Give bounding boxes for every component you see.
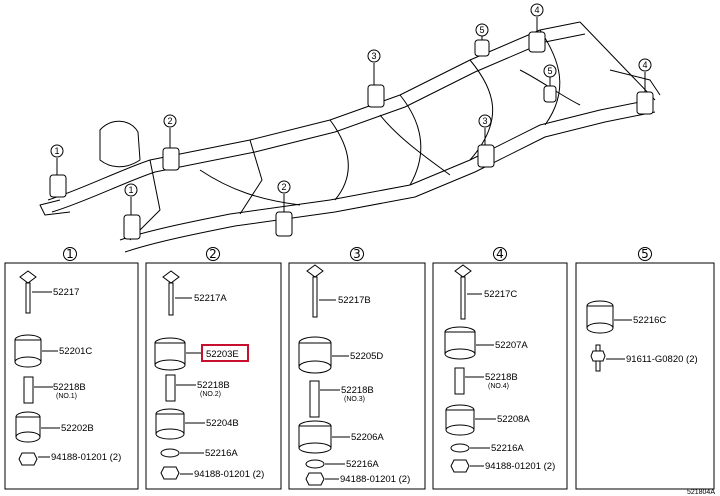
svg-text:3: 3 — [371, 51, 376, 61]
panel-1-number: 1 — [66, 247, 74, 261]
bolt-icon — [19, 270, 37, 314]
svg-text:5: 5 — [547, 66, 552, 76]
part-sub: (NO.4) — [488, 383, 509, 390]
part-label: 52217B — [338, 295, 371, 306]
part-label: 52217C — [484, 289, 517, 300]
part-label: 52218B — [53, 382, 86, 393]
frame-callout-2a: 2 — [163, 114, 177, 148]
panel-4: 4 52217C 52207A 52218B (NO.4) 52208A — [432, 247, 568, 490]
svg-text:4: 4 — [642, 60, 647, 70]
frame-callout-1b: 1 — [124, 183, 138, 215]
collar-icon — [309, 380, 320, 418]
frame-callout-3b: 3 — [478, 114, 492, 145]
cushion-icon — [444, 326, 476, 360]
frame-callout-3a: 3 — [367, 49, 381, 85]
frame-callout-1a: 1 — [50, 144, 64, 175]
part-label: 94188-01201 (2) — [340, 474, 410, 485]
nut-icon — [160, 466, 180, 480]
washer-icon — [450, 443, 470, 453]
panel-1: 1 52217 52201C 52218B (NO.1) — [4, 247, 139, 490]
bolt-icon — [454, 264, 472, 320]
svg-text:5: 5 — [479, 25, 484, 35]
part-label: 91611-G0820 (2) — [626, 354, 698, 365]
part-label: 52216A — [346, 459, 379, 470]
part-label: 52202B — [61, 423, 94, 434]
part-sub: (NO.1) — [56, 393, 77, 400]
part-label: 52217A — [194, 293, 227, 304]
panel-5-number: 5 — [641, 247, 649, 261]
panel-5: 5 52216C 91611-G0820 (2) — [575, 247, 715, 490]
svg-text:4: 4 — [534, 5, 539, 15]
panel-2-number: 2 — [209, 247, 217, 261]
part-label: 52218B — [197, 380, 230, 391]
svg-text:2: 2 — [167, 116, 172, 126]
cushion-icon — [14, 334, 42, 368]
nut-icon — [305, 472, 325, 486]
cushion-icon — [298, 336, 332, 374]
frame-callout-2b: 2 — [277, 180, 291, 212]
part-label: 52206A — [351, 432, 384, 443]
cushion-icon — [298, 420, 332, 454]
part-label: 52205D — [350, 351, 383, 362]
svg-text:1: 1 — [128, 185, 133, 195]
diagram-code: 521804A — [687, 489, 715, 496]
collar-icon — [165, 374, 176, 402]
part-label: 52216A — [491, 443, 524, 454]
washer-icon — [160, 448, 180, 458]
cushion-icon — [445, 404, 475, 436]
frame-callout-5a: 5 — [475, 23, 489, 40]
washer-icon — [305, 459, 325, 469]
panel-4-number: 4 — [496, 247, 504, 261]
part-sub: (NO.2) — [200, 391, 221, 398]
part-label: 52216A — [205, 448, 238, 459]
part-label: 52216C — [633, 315, 666, 326]
part-label: 94188-01201 (2) — [194, 469, 264, 480]
part-sub: (NO.3) — [344, 396, 365, 403]
panel-2: 2 52217A 52203E 52218B (NO.2) 52204B — [145, 247, 282, 490]
svg-text:3: 3 — [482, 116, 487, 126]
cushion-icon — [155, 408, 185, 440]
panel-3: 3 52217B 52205D 52218B (NO.3) 52206A — [288, 247, 426, 490]
bolt-icon — [162, 270, 180, 316]
cushion-icon — [15, 411, 41, 443]
nut-icon — [450, 459, 470, 473]
frame-callout-5b: 5 — [543, 64, 557, 86]
panel-3-number: 3 — [353, 247, 361, 261]
part-label: 52218B — [485, 372, 518, 383]
part-label: 52207A — [495, 340, 528, 351]
cushion-icon — [154, 337, 186, 371]
highlight-box — [201, 344, 249, 362]
svg-text:1: 1 — [54, 146, 59, 156]
frame-callout-4a: 4 — [530, 3, 544, 32]
part-label: 94188-01201 (2) — [485, 461, 555, 472]
part-label: 52217 — [53, 287, 79, 298]
bolt-icon — [306, 264, 324, 318]
frame-mounts — [49, 31, 654, 240]
cushion-icon — [586, 300, 614, 334]
part-label: 52218B — [341, 385, 374, 396]
nut-icon — [18, 452, 38, 466]
frame-callout-4b: 4 — [638, 58, 652, 92]
part-label: 52204B — [206, 418, 239, 429]
part-label: 94188-01201 (2) — [51, 452, 121, 463]
part-label: 52208A — [497, 414, 530, 425]
frame-callouts: 1 2 1 2 3 3 4 5 5 4 — [50, 3, 652, 215]
collar-icon — [454, 367, 465, 395]
collar-icon — [23, 376, 34, 404]
part-label-highlighted: 52203E — [206, 349, 239, 360]
bolt-icon — [590, 344, 606, 372]
part-label: 52201C — [59, 346, 92, 357]
svg-text:2: 2 — [281, 182, 286, 192]
